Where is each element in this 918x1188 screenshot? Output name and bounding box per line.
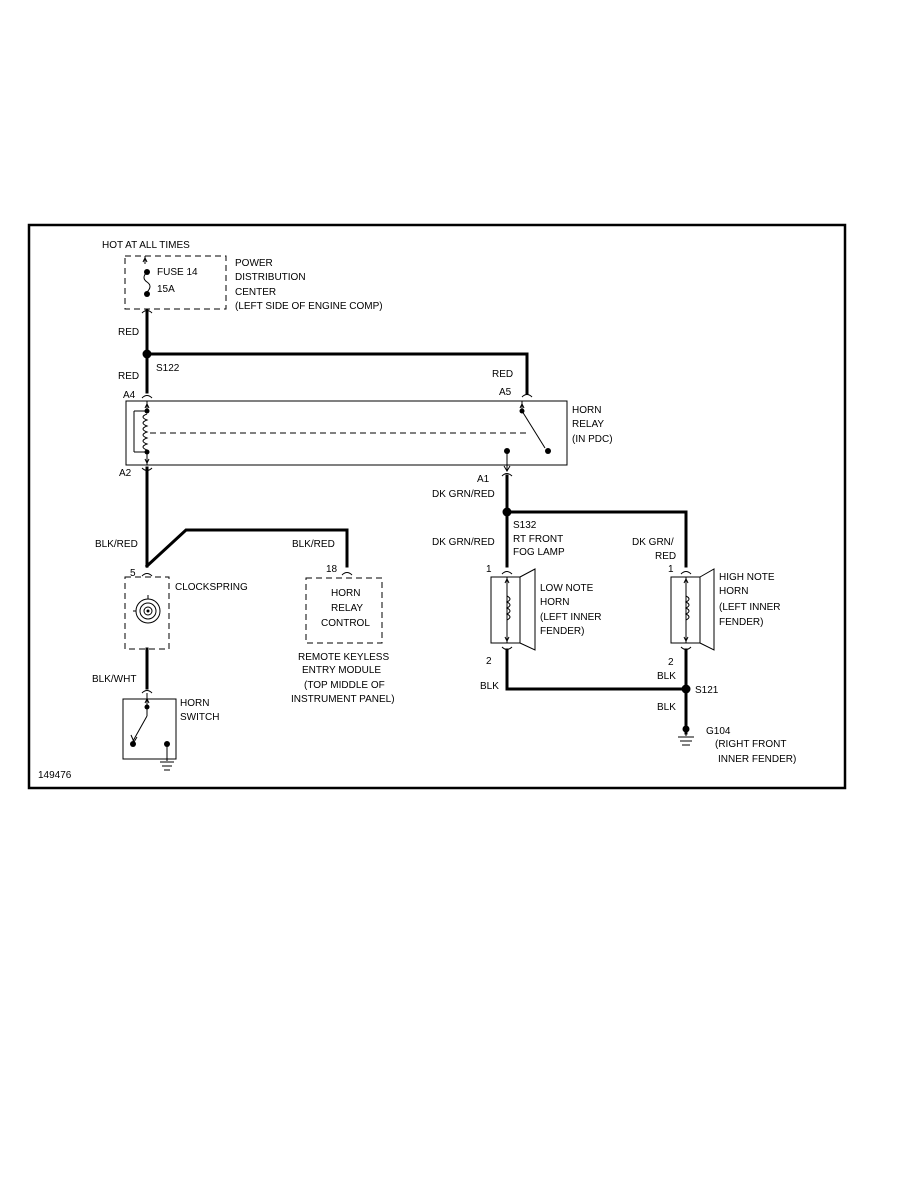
high-horn-label-2: HORN (719, 586, 748, 597)
pdc-label-1: POWER (235, 258, 273, 269)
rke-label-2: ENTRY MODULE (302, 665, 381, 676)
high-horn-label-4: FENDER) (719, 617, 763, 628)
pin-18: 18 (326, 564, 338, 575)
hot-at-all-times-label: HOT AT ALL TIMES (102, 240, 190, 251)
splice-s121-label: S121 (695, 685, 719, 696)
wire-red-to-a5 (145, 352, 529, 395)
low-horn-label-2: HORN (540, 597, 569, 608)
clockspring-label: CLOCKSPRING (175, 582, 248, 593)
low-note-horn-symbol (490, 568, 536, 651)
figure-id: 149476 (38, 770, 72, 781)
wire-label-blkred-1: BLK/RED (95, 539, 138, 550)
rke-label-4: INSTRUMENT PANEL) (291, 694, 395, 705)
pin-a5: A5 (499, 387, 512, 398)
rke-box-label-3: CONTROL (321, 618, 370, 629)
relay-contact (504, 401, 551, 465)
wire-label-blkwht: BLK/WHT (92, 674, 136, 685)
clockspring-coil (133, 595, 161, 624)
wire-blk-low (505, 648, 688, 691)
splice-s132-label: S132 (513, 520, 537, 531)
wire-label-red-2: RED (118, 371, 139, 382)
splice-s122 (142, 349, 152, 359)
wire-label-blk-2: BLK (657, 671, 676, 682)
wire-label-blk-3: BLK (657, 702, 676, 713)
wire-label-blk-1: BLK (480, 681, 499, 692)
high-note-horn-symbol (670, 568, 715, 651)
rke-box-label-2: RELAY (331, 603, 363, 614)
rke-label-1: REMOTE KEYLESS (298, 652, 389, 663)
ground-label-2: INNER FENDER) (718, 754, 796, 765)
wire-label-red-1: RED (118, 327, 139, 338)
splice-s121 (681, 684, 691, 694)
wire-label-dkgrn-3b: RED (655, 551, 676, 562)
relay-coil (133, 401, 150, 465)
pin-a4: A4 (123, 390, 136, 401)
pdc-label-2: DISTRIBUTION (235, 272, 306, 283)
pin-2-low: 2 (486, 656, 492, 667)
splice-s132 (502, 507, 512, 517)
pin-1-high: 1 (668, 564, 674, 575)
wire-label-red-3: RED (492, 369, 513, 380)
diagram-frame (27, 223, 847, 790)
wire-label-blkred-2: BLK/RED (292, 539, 335, 550)
clockspring-box (124, 576, 170, 650)
wire-dkgrnred-branch (505, 510, 688, 568)
pin-5: 5 (130, 568, 136, 579)
horn-switch-contact (130, 693, 170, 747)
splice-s122-label: S122 (156, 363, 180, 374)
fuse-rating: 15A (157, 284, 175, 295)
relay-label-1: HORN (572, 405, 601, 416)
wire-blkred-branch (144, 528, 349, 569)
low-horn-label-3: (LEFT INNER (540, 612, 602, 623)
pdc-label-4: (LEFT SIDE OF ENGINE COMP) (235, 301, 383, 312)
pdc-fuse-box (124, 255, 227, 310)
switch-ground-icon (160, 744, 174, 771)
pin-1-low: 1 (486, 564, 492, 575)
fuse-name: FUSE 14 (157, 267, 198, 278)
high-horn-label-1: HIGH NOTE (719, 572, 775, 583)
pin-2-high: 2 (668, 657, 674, 668)
relay-label-3: (IN PDC) (572, 434, 613, 445)
high-horn-label-3: (LEFT INNER (719, 602, 781, 613)
fuse-14-symbol (142, 256, 151, 297)
pin-a2: A2 (119, 468, 132, 479)
horn-relay-box (125, 400, 568, 466)
pdc-label-3: CENTER (235, 287, 276, 298)
wire-label-dkgrnred-2: DK GRN/RED (432, 537, 495, 548)
horn-switch-box (122, 698, 177, 760)
ground-label-1: (RIGHT FRONT (715, 739, 786, 750)
rke-label-3: (TOP MIDDLE OF (304, 680, 385, 691)
switch-label-1: HORN (180, 698, 209, 709)
switch-label-2: SWITCH (180, 712, 219, 723)
low-horn-label-4: FENDER) (540, 626, 584, 637)
rke-box-label-1: HORN (331, 588, 360, 599)
pin-a1: A1 (477, 474, 490, 485)
ground-g104-icon (678, 725, 694, 746)
wire-label-dkgrn-3a: DK GRN/ (632, 537, 674, 548)
wire-label-dkgrnred-1: DK GRN/RED (432, 489, 495, 500)
ground-g104-label: G104 (706, 726, 731, 737)
low-horn-label-1: LOW NOTE (540, 583, 594, 594)
relay-label-2: RELAY (572, 419, 604, 430)
fog-label-2: FOG LAMP (513, 547, 565, 558)
fog-label-1: RT FRONT (513, 534, 563, 545)
